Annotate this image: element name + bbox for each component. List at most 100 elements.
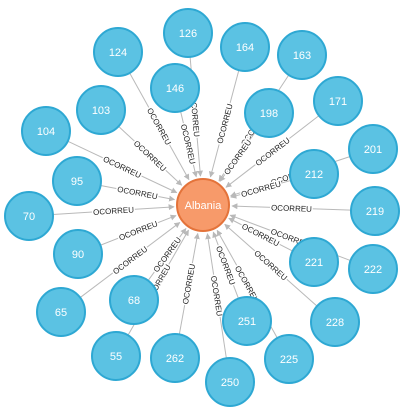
- edge-219[interactable]: [231, 203, 352, 211]
- node-circle-201[interactable]: [348, 124, 398, 174]
- node-90[interactable]: 90: [53, 229, 103, 279]
- edge-label-171: OCORREU: [254, 136, 292, 168]
- node-262[interactable]: 262: [150, 333, 200, 383]
- node-circle-219[interactable]: [350, 186, 400, 236]
- edge-label-65: OCORREU: [111, 244, 149, 276]
- edge-251[interactable]: [212, 231, 239, 299]
- edge-label-103: OCORREU: [132, 139, 168, 174]
- node-circle-124[interactable]: [93, 27, 143, 77]
- node-circle-70[interactable]: [4, 191, 54, 241]
- node-circle-262[interactable]: [150, 333, 200, 383]
- node-circle-212[interactable]: [289, 149, 339, 199]
- node-212[interactable]: 212: [289, 149, 339, 199]
- center-node-circle[interactable]: [176, 178, 230, 232]
- node-circle-221[interactable]: [289, 237, 339, 287]
- nodes-layer: 126 124 164 163 146 171 198 103 104 201 212 95 219 70…: [4, 8, 400, 407]
- node-104[interactable]: 104: [21, 106, 71, 156]
- node-163[interactable]: 163: [277, 30, 327, 80]
- edge-146[interactable]: [180, 111, 198, 178]
- node-circle-68[interactable]: [109, 275, 159, 325]
- node-65[interactable]: 65: [36, 287, 86, 337]
- node-126[interactable]: 126: [163, 8, 213, 58]
- node-label-90: 90: [72, 249, 84, 261]
- edge-103[interactable]: [118, 125, 183, 186]
- node-label-65: 65: [55, 307, 67, 319]
- node-label-163: 163: [293, 50, 311, 62]
- edge-68[interactable]: [147, 227, 187, 281]
- edge-104[interactable]: [67, 140, 178, 194]
- node-198[interactable]: 198: [244, 88, 294, 138]
- node-164[interactable]: 164: [220, 22, 270, 72]
- node-251[interactable]: 251: [222, 296, 272, 346]
- node-label-222: 222: [364, 264, 382, 276]
- node-circle-222[interactable]: [348, 244, 398, 294]
- node-circle-228[interactable]: [310, 297, 360, 347]
- node-circle-171[interactable]: [313, 76, 363, 126]
- node-222[interactable]: 222: [348, 244, 398, 294]
- node-225[interactable]: 225: [264, 334, 314, 384]
- node-label-95: 95: [71, 176, 83, 188]
- edge-label-164: OCORREU: [216, 103, 235, 145]
- edge-171[interactable]: [225, 115, 320, 188]
- node-221[interactable]: 221: [289, 237, 339, 287]
- node-circle-198[interactable]: [244, 88, 294, 138]
- edge-164[interactable]: [208, 70, 240, 178]
- edge-70[interactable]: [52, 204, 175, 215]
- node-label-126: 126: [179, 28, 197, 40]
- node-label-164: 164: [236, 42, 254, 54]
- edge-262[interactable]: [178, 232, 200, 335]
- edge-198[interactable]: [219, 132, 256, 182]
- node-124[interactable]: 124: [93, 27, 143, 77]
- node-219[interactable]: 219: [350, 186, 400, 236]
- node-228[interactable]: 228: [310, 297, 360, 347]
- node-171[interactable]: 171: [313, 76, 363, 126]
- node-label-103: 103: [92, 105, 110, 117]
- node-label-68: 68: [128, 295, 140, 307]
- node-250[interactable]: 250: [205, 357, 255, 407]
- node-circle-104[interactable]: [21, 106, 71, 156]
- node-label-225: 225: [280, 354, 298, 366]
- center-node[interactable]: Albania: [176, 178, 230, 232]
- node-label-55: 55: [110, 351, 122, 363]
- node-label-201: 201: [364, 144, 382, 156]
- node-circle-103[interactable]: [76, 85, 126, 135]
- node-circle-250[interactable]: [205, 357, 255, 407]
- edge-95[interactable]: [100, 184, 176, 202]
- node-95[interactable]: 95: [52, 156, 102, 206]
- node-circle-126[interactable]: [163, 8, 213, 58]
- node-label-124: 124: [109, 47, 127, 59]
- node-label-198: 198: [260, 108, 278, 120]
- node-label-262: 262: [166, 353, 184, 365]
- edge-label-262: OCORREU: [181, 263, 197, 305]
- node-label-70: 70: [23, 211, 35, 223]
- edge-label-70: OCORREU: [93, 205, 135, 217]
- node-201[interactable]: 201: [348, 124, 398, 174]
- node-circle-146[interactable]: [150, 63, 200, 113]
- edge-65[interactable]: [79, 222, 181, 298]
- edge-90[interactable]: [100, 214, 177, 246]
- node-68[interactable]: 68: [109, 275, 159, 325]
- edge-label-212: OCORREU: [240, 179, 282, 199]
- node-circle-251[interactable]: [222, 296, 272, 346]
- node-circle-55[interactable]: [91, 331, 141, 381]
- node-circle-95[interactable]: [52, 156, 102, 206]
- edge-221[interactable]: [228, 217, 293, 252]
- node-label-212: 212: [305, 169, 323, 181]
- node-circle-65[interactable]: [36, 287, 86, 337]
- edge-label-228: OCORREU: [252, 249, 289, 283]
- edge-228[interactable]: [224, 223, 318, 307]
- node-55[interactable]: 55: [91, 331, 141, 381]
- node-circle-225[interactable]: [264, 334, 314, 384]
- edge-250[interactable]: [205, 233, 227, 359]
- node-circle-90[interactable]: [53, 229, 103, 279]
- edge-124[interactable]: [129, 72, 190, 181]
- edge-label-198: OCORREU: [222, 138, 253, 177]
- node-103[interactable]: 103: [76, 85, 126, 135]
- edge-212[interactable]: [230, 179, 292, 199]
- node-label-104: 104: [37, 126, 55, 138]
- node-146[interactable]: 146: [150, 63, 200, 113]
- node-circle-163[interactable]: [277, 30, 327, 80]
- node-70[interactable]: 70: [4, 191, 54, 241]
- node-circle-164[interactable]: [220, 22, 270, 72]
- node-label-228: 228: [326, 317, 344, 329]
